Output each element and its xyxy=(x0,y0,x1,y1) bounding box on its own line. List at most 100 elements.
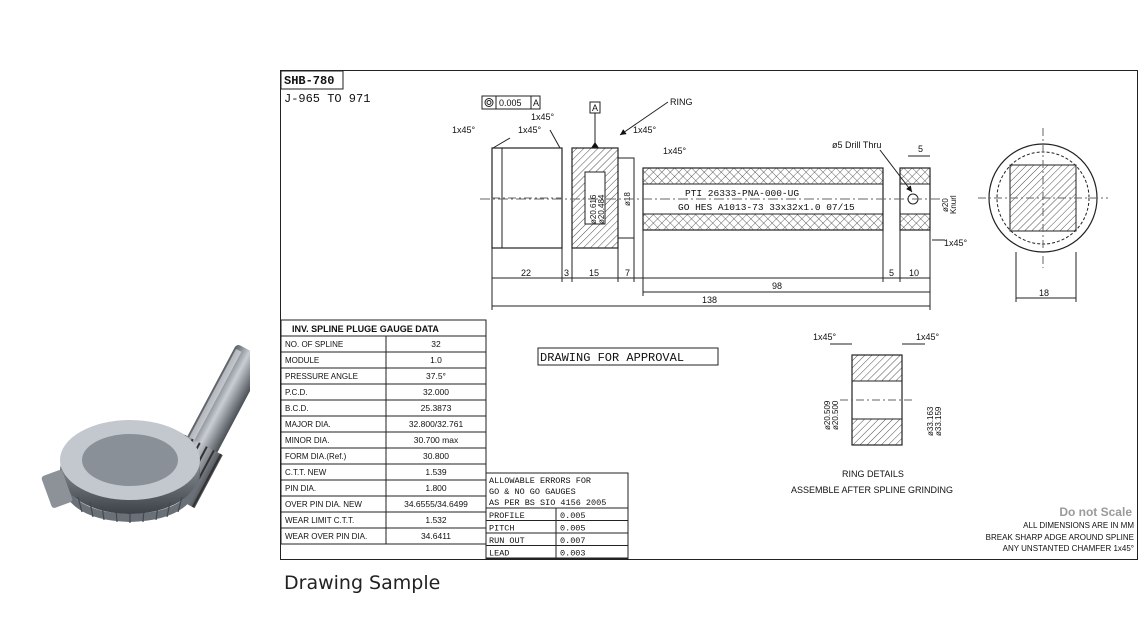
approval-label: DRAWING FOR APPROVAL xyxy=(540,351,684,365)
drawing-border xyxy=(280,70,1138,560)
spline-table-row: WEAR LIMIT C.T.T. 1.532 xyxy=(280,511,487,529)
spline-row-label: OVER PIN DIA. NEW xyxy=(285,500,362,509)
svg-text:1x45°: 1x45° xyxy=(813,332,837,342)
svg-text:RING DETAILS: RING DETAILS xyxy=(842,469,904,479)
svg-text:ø20: ø20 xyxy=(941,198,950,212)
spline-table-row: B.C.D. 25.3873 xyxy=(280,399,487,417)
svg-text:18: 18 xyxy=(1039,288,1049,298)
spline-table-row: WEAR OVER PIN DIA. 34.6411 xyxy=(280,527,487,545)
spline-row-value: 34.6555/34.6499 xyxy=(404,499,468,509)
spline-row-label: NO. OF SPLINE xyxy=(285,340,343,349)
datum-label: A xyxy=(592,103,598,113)
spline-row-label: MODULE xyxy=(285,356,319,365)
ring-details-view: 1x45° 1x45° ø20.509 ø20.500 ø33.163 ø33.… xyxy=(791,332,953,495)
spline-row-label: FORM DIA.(Ref.) xyxy=(285,452,347,461)
svg-text:5: 5 xyxy=(889,268,894,278)
error-table-row: RUN OUT 0.007 xyxy=(485,532,629,546)
svg-text:1x45°: 1x45° xyxy=(531,112,555,122)
spline-row-value: 32 xyxy=(431,339,441,349)
ring-label: RING xyxy=(670,97,693,107)
spline-row-value: 34.6411 xyxy=(421,531,451,541)
sub-number: J-965 TO 971 xyxy=(284,92,370,106)
error-table-row: PROFILE 0.005 xyxy=(485,507,629,521)
spline-table-row: PIN DIA. 1.800 xyxy=(280,479,487,497)
svg-text:ALL DIMENSIONS ARE IN MM: ALL DIMENSIONS ARE IN MM xyxy=(1023,521,1134,530)
svg-text:GO & NO GO GAUGES: GO & NO GO GAUGES xyxy=(489,487,576,497)
svg-text:1x45°: 1x45° xyxy=(633,125,657,135)
svg-text:138: 138 xyxy=(702,295,717,305)
svg-text:ø33.159: ø33.159 xyxy=(934,406,943,436)
svg-text:7: 7 xyxy=(625,268,630,278)
spline-table-row: NO. OF SPLINE 32 xyxy=(280,335,487,353)
error-table-row: PITCH 0.005 xyxy=(485,520,629,534)
svg-text:1x45°: 1x45° xyxy=(518,125,542,135)
svg-text:5: 5 xyxy=(918,144,923,154)
svg-text:1x45°: 1x45° xyxy=(944,238,968,248)
error-row-label: PROFILE xyxy=(489,511,525,521)
svg-text:ø20.616: ø20.616 xyxy=(589,194,598,224)
error-row-value: 0.005 xyxy=(560,511,586,521)
svg-text:ALLOWABLE ERRORS FOR: ALLOWABLE ERRORS FOR xyxy=(489,476,591,486)
svg-text:1x45°: 1x45° xyxy=(452,125,476,135)
spline-row-label: PIN DIA. xyxy=(285,484,316,493)
svg-text:AS PER BS SIO 4156 2005: AS PER BS SIO 4156 2005 xyxy=(489,498,606,508)
spline-row-value: 1.0 xyxy=(430,355,442,365)
error-row-label: PITCH xyxy=(489,524,515,534)
gauge-part-photo xyxy=(41,345,250,523)
svg-text:ANY UNSTANTED CHAMFER 1x45°: ANY UNSTANTED CHAMFER 1x45° xyxy=(1003,544,1134,553)
spline-end-view xyxy=(978,128,1108,268)
svg-text:BREAK SHARP ADGE AROUND SPLINE: BREAK SHARP ADGE AROUND SPLINE xyxy=(986,533,1134,542)
error-row-value: 0.007 xyxy=(560,536,586,546)
do-not-scale: Do not Scale xyxy=(1059,505,1132,519)
svg-text:3: 3 xyxy=(564,268,569,278)
spline-row-label: C.T.T. NEW xyxy=(285,468,327,477)
spline-row-value: 30.700 max xyxy=(414,435,459,445)
error-table-row: LEAD 0.003 xyxy=(485,545,629,559)
spline-row-label: PRESSURE ANGLE xyxy=(285,372,358,381)
svg-text:ø20.500: ø20.500 xyxy=(831,400,840,430)
spline-row-value: 25.3873 xyxy=(421,403,452,413)
spline-table-row: MINOR DIA. 30.700 max xyxy=(280,431,487,449)
svg-text:ASSEMBLE AFTER SPLINE GRINDING: ASSEMBLE AFTER SPLINE GRINDING xyxy=(791,485,953,495)
allowable-errors-table: ALLOWABLE ERRORS FOR GO & NO GO GAUGES A… xyxy=(485,472,629,560)
svg-text:A: A xyxy=(533,98,539,108)
error-row-label: RUN OUT xyxy=(489,536,525,546)
spline-row-value: 1.532 xyxy=(425,515,447,525)
spline-table-row: MODULE 1.0 xyxy=(280,351,487,369)
svg-text:Knurl: Knurl xyxy=(949,195,958,214)
error-row-label: LEAD xyxy=(489,549,509,559)
spline-row-label: WEAR OVER PIN DIA. xyxy=(285,532,367,541)
shaft-text-1: PTI 26333-PNA-000-UG xyxy=(685,188,799,199)
svg-text:1x45°: 1x45° xyxy=(663,146,687,156)
spline-row-label: P.C.D. xyxy=(285,388,308,397)
technical-drawing: SHB-780 J-965 TO 971 0.005 A A RING 1x45… xyxy=(280,70,1138,560)
spline-table-row: FORM DIA.(Ref.) 30.800 xyxy=(280,447,487,465)
svg-text:0.005: 0.005 xyxy=(499,98,522,108)
error-row-value: 0.005 xyxy=(560,524,586,534)
spline-row-label: MAJOR DIA. xyxy=(285,420,331,429)
spline-row-value: 37.5° xyxy=(426,371,446,381)
spline-row-value: 1.800 xyxy=(425,483,447,493)
part-number: SHB-780 xyxy=(284,74,334,88)
spline-data-table: INV. SPLINE PLUGE GAUGE DATA NO. OF SPLI… xyxy=(280,319,487,545)
svg-text:ø20.509: ø20.509 xyxy=(823,400,832,430)
svg-text:15: 15 xyxy=(589,268,599,278)
spline-row-label: WEAR LIMIT C.T.T. xyxy=(285,516,354,525)
svg-text:ø33.163: ø33.163 xyxy=(926,406,935,436)
tolerance-frame: 0.005 A xyxy=(481,95,541,110)
spline-table-row: C.T.T. NEW 1.539 xyxy=(280,463,487,481)
drill-note: ø5 Drill Thru xyxy=(832,140,881,150)
spline-row-label: B.C.D. xyxy=(285,404,309,413)
svg-text:INV. SPLINE PLUGE GAUGE DATA: INV. SPLINE PLUGE GAUGE DATA xyxy=(292,324,439,334)
error-row-value: 0.003 xyxy=(560,549,586,559)
spline-row-value: 32.000 xyxy=(423,387,449,397)
spline-row-value: 30.800 xyxy=(423,451,449,461)
svg-text:1x45°: 1x45° xyxy=(916,332,940,342)
spline-row-value: 1.539 xyxy=(425,467,447,477)
drawing-caption: Drawing Sample xyxy=(284,572,441,594)
spline-table-row: P.C.D. 32.000 xyxy=(280,383,487,401)
svg-text:22: 22 xyxy=(521,268,531,278)
spline-row-label: MINOR DIA. xyxy=(285,436,329,445)
spline-row-value: 32.800/32.761 xyxy=(409,419,464,429)
shaft-text-2: GO HES A1013-73 33x32x1.0 07/15 xyxy=(678,202,855,213)
